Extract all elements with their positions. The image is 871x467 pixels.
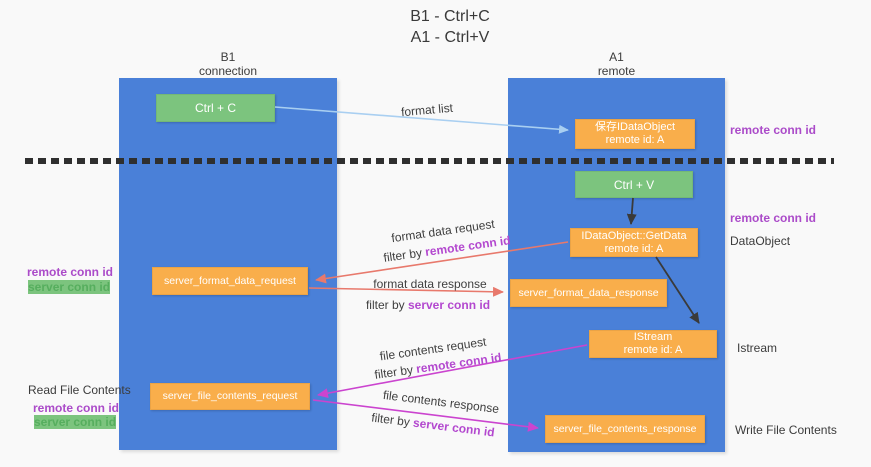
node-ctrl-v-label: Ctrl + V — [613, 177, 655, 192]
node-ctrl-c: Ctrl + C — [156, 94, 275, 122]
label-file-contents-response: file contents response — [382, 387, 500, 417]
server-conn-id-key-1: server conn id — [407, 298, 491, 312]
filter-by-text-4: filter by — [370, 410, 414, 430]
left-bottom-server-conn-id: server conn id — [34, 415, 117, 429]
node-server-file-contents-response: server_file_contents_response — [545, 415, 705, 443]
left-column-header: B1 connection — [119, 50, 337, 78]
left-column-subtitle: connection — [198, 64, 258, 78]
filter-by-text-3: filter by — [373, 362, 418, 382]
node-istream-line2: remote id: A — [623, 344, 683, 356]
node-server-file-contents-response-label: server_file_contents_response — [553, 422, 697, 435]
left-bottom-remote-conn-id: remote conn id — [33, 401, 120, 415]
node-server-file-contents-request: server_file_contents_request — [150, 383, 310, 410]
node-getdata-line2: remote id: A — [604, 242, 664, 255]
right-remote-conn-id-top: remote conn id — [730, 123, 817, 137]
server-conn-id-key-2: server conn id — [412, 415, 496, 440]
left-mid-remote-conn-id: remote conn id — [27, 265, 114, 279]
title-line-1: B1 - Ctrl+C — [410, 8, 490, 25]
read-file-contents-label: Read File Contents — [28, 383, 131, 397]
node-server-format-data-response-label: server_format_data_response — [518, 286, 659, 299]
title-line-2: A1 - Ctrl+V — [410, 29, 490, 46]
istream-label: Istream — [737, 341, 778, 355]
right-column-name: A1 — [609, 50, 624, 64]
node-save-idataobject: 保存IDataObject remote id: A — [575, 119, 695, 149]
node-server-format-data-request: server_format_data_request — [152, 267, 308, 295]
node-server-format-data-request-label: server_format_data_request — [164, 274, 296, 287]
node-save-idataobject-line1: 保存IDataObject — [594, 121, 676, 133]
dataobject-label: DataObject — [730, 234, 791, 248]
diagram-title: B1 - Ctrl+C A1 - Ctrl+V — [240, 6, 660, 48]
left-mid-server-conn-id: server conn id — [28, 280, 111, 294]
label-filter-by-server-2: filter by server conn id — [371, 410, 496, 439]
node-istream: IStream remote id: A — [589, 330, 717, 358]
right-remote-conn-id-mid: remote conn id — [730, 211, 817, 225]
label-format-data-response: format data response — [373, 277, 487, 291]
right-column-header: A1 remote — [508, 50, 725, 78]
node-idataobject-getdata: IDataObject::GetData remote id: A — [570, 228, 698, 257]
node-getdata-line1: IDataObject::GetData — [581, 229, 687, 242]
node-server-file-contents-request-label: server_file_contents_request — [162, 390, 298, 402]
node-ctrl-v: Ctrl + V — [575, 171, 693, 198]
node-ctrl-c-label: Ctrl + C — [194, 101, 236, 115]
label-format-list: format list — [400, 100, 454, 120]
right-column-subtitle: remote — [597, 64, 636, 78]
dashed-separator-line — [25, 158, 834, 164]
left-column-name: B1 — [220, 50, 236, 64]
filter-by-text-2: filter by — [365, 298, 408, 312]
label-filter-by-server-1: filter by server conn id — [366, 298, 490, 312]
node-server-format-data-response: server_format_data_response — [510, 279, 667, 307]
write-file-contents-label: Write File Contents — [735, 423, 837, 437]
node-istream-line1: IStream — [633, 331, 673, 343]
node-save-idataobject-line2: remote id: A — [605, 134, 665, 146]
filter-by-text-1: filter by — [382, 245, 427, 265]
